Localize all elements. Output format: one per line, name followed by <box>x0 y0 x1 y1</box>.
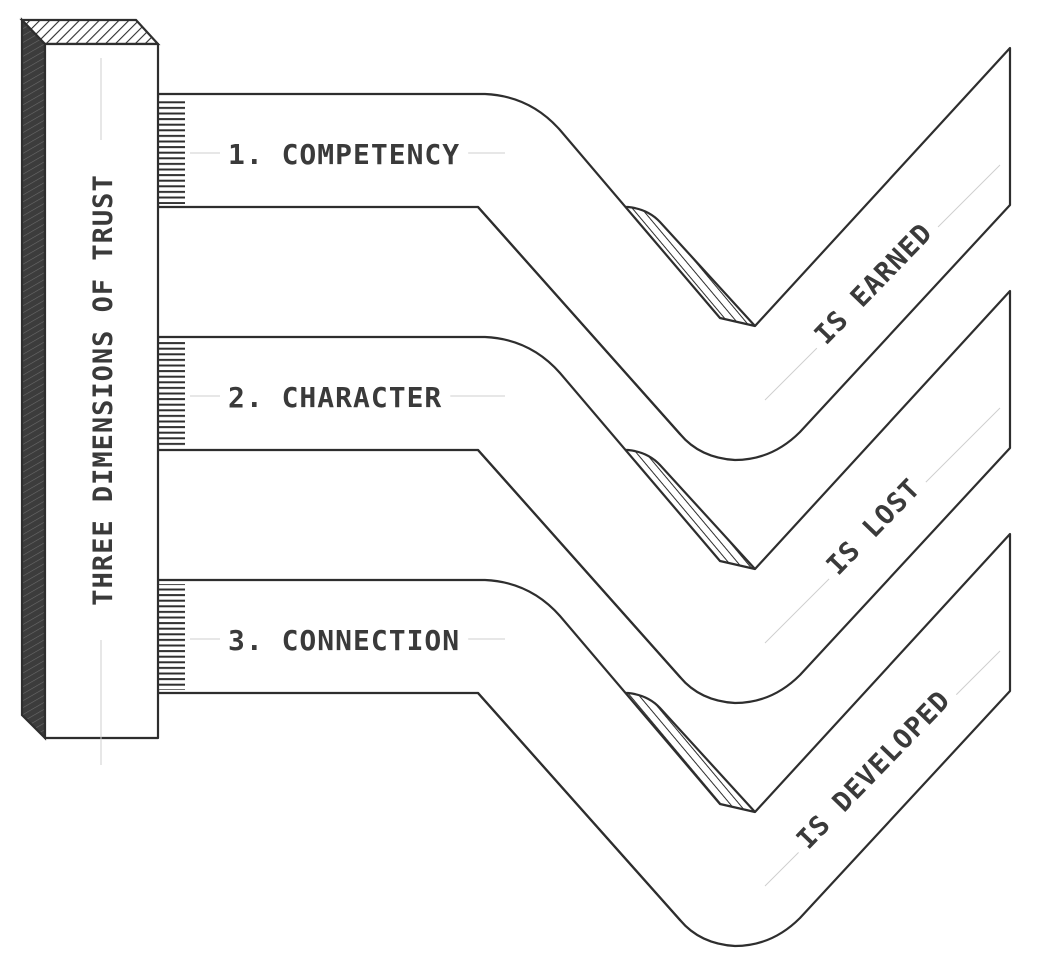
outcome-knockout <box>815 467 933 588</box>
ribbon-edge <box>476 205 682 436</box>
outcome-knockout <box>803 211 945 357</box>
pillar-title: THREE DIMENSIONS OF TRUST <box>88 174 119 605</box>
label-knockout <box>220 381 451 414</box>
ribbon-connector-hatch <box>158 341 185 447</box>
ribbon-connector-hatch <box>158 98 185 204</box>
ribbon-edge <box>476 448 682 679</box>
title-pillar: THREE DIMENSIONS OF TRUST <box>19 17 161 765</box>
dimension-label: 2. CHARACTER <box>228 381 442 414</box>
label-knockout <box>220 138 469 171</box>
pillar-side-shadow <box>20 17 47 741</box>
label-knockout <box>220 624 469 657</box>
ribbon-connector-hatch <box>158 584 185 690</box>
dimension-label: 3. CONNECTION <box>228 624 460 657</box>
ribbon-edge <box>476 691 682 922</box>
pillar-title-knockout <box>90 140 112 640</box>
pillar-top-hatch <box>19 18 161 46</box>
dimension-label: 1. COMPETENCY <box>228 138 460 171</box>
outcome-knockout <box>785 679 963 862</box>
